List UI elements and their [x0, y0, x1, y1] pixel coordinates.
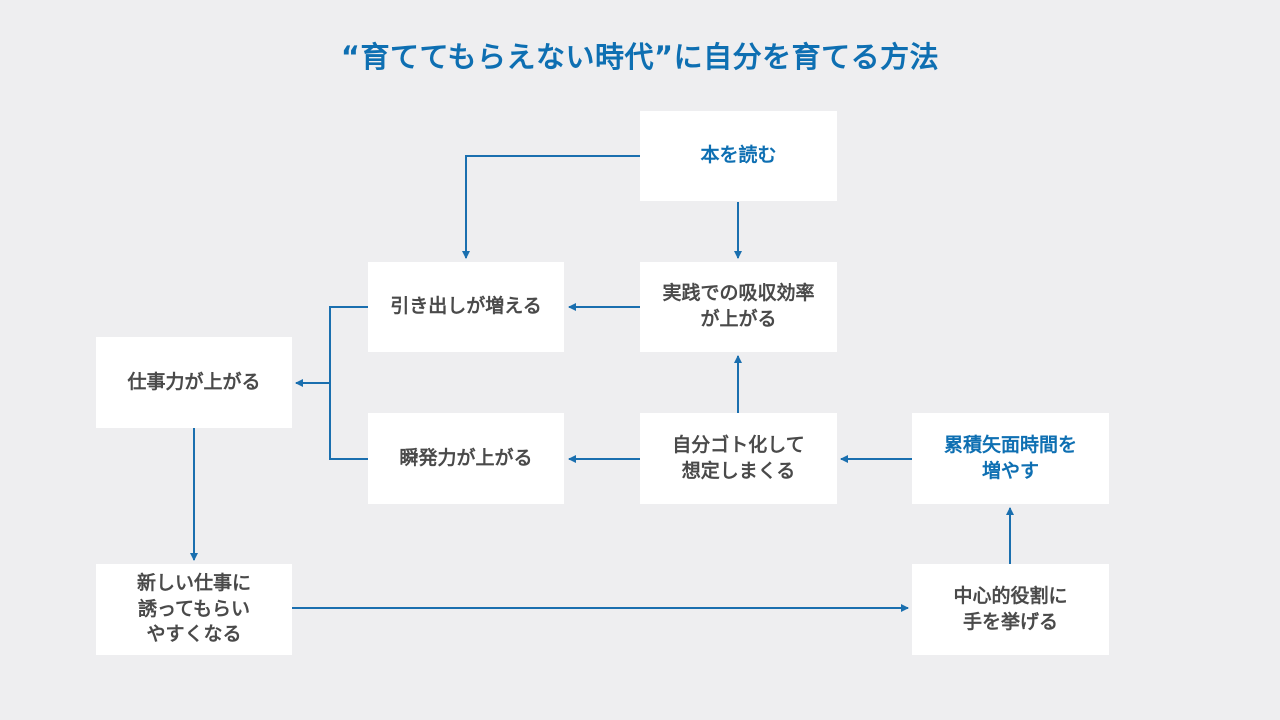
node-new-work: 新しい仕事に 誘ってもらい やすくなる: [96, 564, 292, 655]
page-title: “育ててもらえない時代”に自分を育てる方法: [340, 40, 940, 74]
node-absorption: 実践での吸収効率 が上がる: [640, 262, 837, 352]
bracket-merge-line: [329, 306, 368, 460]
arrow-read-to-drawers: [462, 155, 640, 259]
node-read-books: 本を読む: [640, 111, 837, 201]
node-facing-time: 累積矢面時間を 増やす: [912, 413, 1109, 504]
node-self-simulation: 自分ゴト化して 想定しまくる: [640, 413, 837, 504]
node-read-books-label: 本を読む: [700, 144, 777, 167]
node-absorption-label: 実践での吸収効率 が上がる: [662, 282, 815, 330]
node-central-role: 中心的役割に 手を挙げる: [912, 564, 1109, 655]
node-new-work-label: 新しい仕事に 誘ってもらい やすくなる: [136, 572, 251, 646]
node-facing-time-label: 累積矢面時間を 増やす: [943, 433, 1077, 482]
node-burst-power-label: 瞬発力が上がる: [399, 446, 533, 469]
node-work-power: 仕事力が上がる: [96, 337, 292, 428]
node-central-role-label: 中心的役割に 手を挙げる: [953, 584, 1068, 633]
node-drawers-label: 引き出しが増える: [390, 295, 542, 318]
node-drawers: 引き出しが増える: [368, 262, 564, 352]
node-work-power-label: 仕事力が上がる: [127, 370, 261, 393]
node-burst-power: 瞬発力が上がる: [368, 413, 564, 504]
node-self-simulation-label: 自分ゴト化して 想定しまくる: [672, 433, 805, 482]
